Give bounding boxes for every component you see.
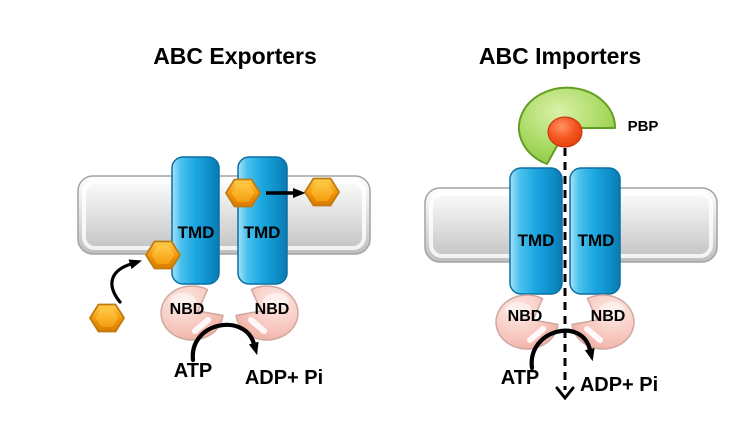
exporter-title: ABC Exporters — [153, 43, 317, 69]
exporter-atp-label: ATP — [174, 360, 213, 382]
exporter-tmd-left — [171, 156, 220, 285]
atp-hydrolysis-arrow-exporter — [190, 322, 259, 363]
importer-title: ABC Importers — [479, 43, 641, 69]
import-pathway-arrowhead-icon — [555, 386, 575, 401]
exporter-nbd-right-label: NBD — [255, 301, 290, 318]
exporter-tmd-right-label: TMD — [244, 223, 281, 242]
exporter-tmd-right — [237, 156, 288, 285]
substrate-hexagon-membrane — [145, 240, 181, 270]
substrate-entry-arrow — [110, 259, 142, 304]
substrate-hexagon-channel — [225, 178, 261, 208]
importer-adp-label: ADP+ Pi — [580, 374, 658, 396]
exporter-panel: ABC Exporters TMD TMD NBD NBD ATP ADP+ P… — [77, 43, 371, 389]
pbp-label: PBP — [628, 118, 659, 135]
substrate-hexagon-exported — [304, 177, 340, 207]
importer-tmd-left-label: TMD — [518, 231, 555, 250]
ligand-ball — [547, 116, 583, 148]
importer-nbd-left-label: NBD — [508, 308, 543, 325]
substrate-hexagon-free — [89, 303, 125, 333]
exporter-nbd-left-label: NBD — [170, 301, 205, 318]
importer-channel-gap — [562, 168, 570, 294]
atp-hydrolysis-arrow-importer — [529, 328, 595, 371]
exporter-membrane-bevel — [82, 180, 366, 250]
exporter-adp-label: ADP+ Pi — [245, 367, 323, 389]
importer-tmd-right — [569, 167, 621, 295]
importer-tmd-left — [509, 167, 563, 295]
exporter-tmd-left-label: TMD — [178, 223, 215, 242]
importer-nbd-right-label: NBD — [591, 308, 626, 325]
importer-tmd-right-label: TMD — [578, 231, 615, 250]
importer-panel: ABC Importers PBP TMD TMD NBD NBD ATP AD… — [424, 43, 718, 401]
importer-atp-label: ATP — [501, 367, 540, 389]
